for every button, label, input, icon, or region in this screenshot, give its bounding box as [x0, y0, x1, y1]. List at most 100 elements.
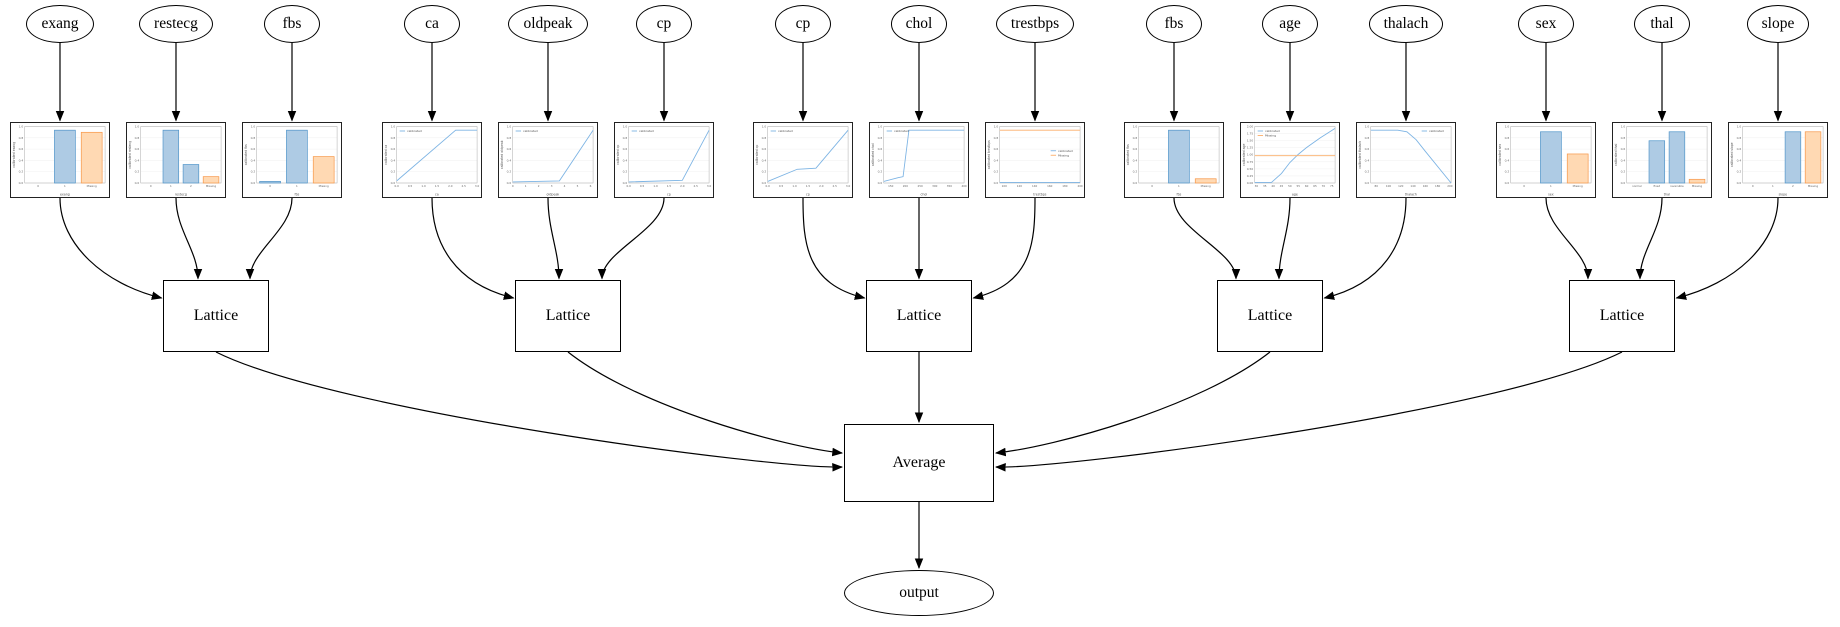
edge — [567, 351, 844, 457]
svg-text:0.0: 0.0 — [135, 181, 140, 185]
svg-text:1: 1 — [1772, 184, 1774, 188]
svg-text:1.25: 1.25 — [1247, 146, 1254, 150]
svg-text:Missing: Missing — [1573, 184, 1583, 188]
svg-text:calibrated cp: calibrated cp — [755, 145, 759, 165]
svg-text:0.6: 0.6 — [507, 147, 512, 151]
svg-text:0.0: 0.0 — [1365, 181, 1370, 185]
svg-text:calibrated exang: calibrated exang — [12, 142, 16, 168]
svg-text:75: 75 — [1330, 184, 1334, 188]
svg-text:0.4: 0.4 — [507, 158, 512, 162]
edge — [802, 197, 866, 300]
svg-text:1.5: 1.5 — [435, 184, 440, 188]
svg-text:200: 200 — [1077, 184, 1082, 188]
svg-text:calibrated: calibrated — [778, 129, 793, 133]
svg-text:0.2: 0.2 — [762, 170, 767, 174]
svg-text:65: 65 — [1313, 184, 1317, 188]
svg-text:0.0: 0.0 — [1133, 181, 1138, 185]
svg-text:calibrated fbs: calibrated fbs — [1126, 144, 1130, 165]
svg-text:restecg: restecg — [175, 192, 187, 196]
average-node: Average — [844, 424, 994, 502]
svg-text:reversible: reversible — [1670, 184, 1684, 188]
svg-text:1.0: 1.0 — [135, 124, 140, 128]
edge — [431, 197, 515, 300]
svg-text:0.0: 0.0 — [391, 181, 396, 185]
svg-text:0.0: 0.0 — [994, 181, 999, 185]
svg-text:1.0: 1.0 — [507, 124, 512, 128]
svg-text:normal: normal — [1632, 184, 1642, 188]
svg-text:6: 6 — [590, 184, 592, 188]
svg-text:1.0: 1.0 — [1365, 124, 1370, 128]
svg-text:1.0: 1.0 — [1133, 124, 1138, 128]
svg-text:Missing: Missing — [87, 184, 97, 188]
edge — [994, 351, 1623, 472]
svg-text:0.6: 0.6 — [623, 147, 628, 151]
svg-text:160: 160 — [1423, 184, 1428, 188]
edge — [1274, 197, 1291, 280]
svg-text:0.6: 0.6 — [1505, 147, 1510, 151]
svg-text:0.8: 0.8 — [391, 136, 396, 140]
svg-text:fbs: fbs — [294, 192, 299, 196]
svg-text:0.6: 0.6 — [878, 147, 883, 151]
svg-text:0.8: 0.8 — [1505, 136, 1510, 140]
svg-text:0: 0 — [150, 184, 152, 188]
edge — [972, 197, 1036, 300]
svg-text:calibrated thalach: calibrated thalach — [1358, 141, 1362, 169]
feature-node-slope: slope — [1746, 5, 1810, 43]
svg-text:0.2: 0.2 — [1133, 170, 1138, 174]
svg-text:0.2: 0.2 — [1365, 170, 1370, 174]
svg-text:0.75: 0.75 — [1247, 160, 1254, 164]
svg-text:0.8: 0.8 — [623, 136, 628, 140]
svg-text:100: 100 — [1002, 184, 1007, 188]
svg-text:chol: chol — [921, 192, 928, 196]
edge — [1635, 197, 1663, 280]
svg-text:calibrated: calibrated — [1058, 149, 1073, 153]
svg-text:300: 300 — [932, 184, 937, 188]
feature-node-cp: cp — [775, 5, 831, 43]
svg-text:0.50: 0.50 — [1247, 167, 1254, 171]
svg-text:30: 30 — [1255, 184, 1259, 188]
svg-text:1.75: 1.75 — [1247, 132, 1254, 136]
svg-text:0.4: 0.4 — [1621, 158, 1626, 162]
svg-text:slope: slope — [1779, 192, 1788, 196]
svg-text:calibrated cp: calibrated cp — [616, 145, 620, 165]
svg-text:calibrated: calibrated — [639, 129, 654, 133]
feature-node-cp: cp — [636, 5, 692, 43]
svg-text:1.0: 1.0 — [994, 124, 999, 128]
svg-text:0.2: 0.2 — [878, 170, 883, 174]
svg-text:0.8: 0.8 — [507, 136, 512, 140]
svg-text:Missing: Missing — [206, 184, 216, 188]
svg-text:80: 80 — [1374, 184, 1378, 188]
svg-text:0.6: 0.6 — [19, 147, 24, 151]
svg-text:35: 35 — [1263, 184, 1267, 188]
svg-text:1.0: 1.0 — [1737, 124, 1742, 128]
svg-text:0.4: 0.4 — [994, 158, 999, 162]
svg-text:0.6: 0.6 — [391, 147, 396, 151]
svg-text:0: 0 — [512, 184, 514, 188]
edge — [1675, 197, 1779, 300]
svg-text:2: 2 — [190, 184, 192, 188]
svg-text:ca: ca — [435, 192, 439, 196]
edge — [59, 197, 163, 300]
svg-text:2.5: 2.5 — [833, 184, 838, 188]
svg-text:Missing: Missing — [1808, 184, 1818, 188]
svg-text:1.0: 1.0 — [792, 184, 797, 188]
svg-text:0.6: 0.6 — [1365, 147, 1370, 151]
feature-node-restecg: restecg — [139, 5, 213, 43]
svg-text:0.8: 0.8 — [994, 136, 999, 140]
svg-text:0.0: 0.0 — [762, 181, 767, 185]
svg-text:0.0: 0.0 — [623, 181, 628, 185]
svg-text:calibrated: calibrated — [894, 129, 909, 133]
output-node: output — [844, 570, 994, 616]
svg-text:0.5: 0.5 — [408, 184, 413, 188]
svg-text:0.0: 0.0 — [1737, 181, 1742, 185]
